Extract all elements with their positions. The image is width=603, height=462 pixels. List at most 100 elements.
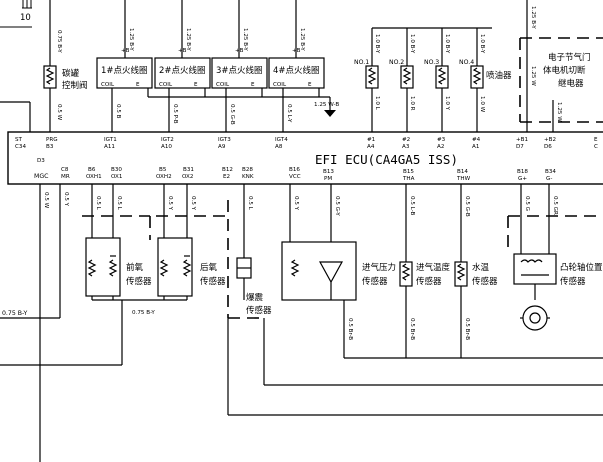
svg-text:0.5 L: 0.5 L xyxy=(116,196,122,211)
svg-text:0.5 Y: 0.5 Y xyxy=(293,196,299,211)
svg-text:1.25 B-Y: 1.25 B-Y xyxy=(242,28,248,51)
front-o2-label-1: 前氧 xyxy=(126,262,144,273)
relay-label-3: 继电器 xyxy=(558,78,584,89)
ignition-coil-4: 1.25 B-Y +B 4#点火线圈 COIL E 0.5 L-Y xyxy=(268,0,325,132)
svg-text:1.0 R: 1.0 R xyxy=(409,96,415,111)
svg-text:D3: D3 xyxy=(37,158,45,164)
svg-text:0.5 L-B: 0.5 L-B xyxy=(409,196,415,216)
ect-label-1: 水温 xyxy=(472,262,490,273)
coil-1-label: 1#点火线圈 xyxy=(101,65,148,76)
svg-text:B30: B30 xyxy=(111,167,122,173)
ignition-coil-3: 1.25 B-Y +B 3#点火线圈 COIL E 0.5 G-B xyxy=(211,0,268,132)
svg-text:A4: A4 xyxy=(367,144,375,150)
svg-text:1.0 B-Y: 1.0 B-Y xyxy=(444,34,450,54)
svg-text:OXH2: OXH2 xyxy=(156,174,172,180)
svg-text:B6: B6 xyxy=(88,167,96,173)
svg-text:0.5 W: 0.5 W xyxy=(43,192,49,209)
ecu-top-pins: ST C34 PRG B3 IGT1 A11 IGT2 A10 IGT3 A9 … xyxy=(15,137,598,150)
ect-sensor: 0.5 G-B 水温 传感器 0.5 Br-B xyxy=(454,184,498,358)
front-o2-label-2: 传感器 xyxy=(126,276,152,287)
top-connector: 10 xyxy=(0,0,32,28)
svg-text:B28: B28 xyxy=(242,167,253,173)
svg-text:E: E xyxy=(194,82,198,88)
svg-text:IGT2: IGT2 xyxy=(161,137,174,143)
svg-text:OX2: OX2 xyxy=(182,174,193,180)
svg-text:0.5 P-B: 0.5 P-B xyxy=(172,104,178,124)
svg-text:0.5 L: 0.5 L xyxy=(247,196,253,211)
svg-text:B18: B18 xyxy=(517,169,528,175)
iat-sensor: 0.5 L-B 进气温度 传感器 0.5 Br-B xyxy=(399,184,451,358)
svg-text:1.25 W: 1.25 W xyxy=(530,66,536,86)
valve-label-2: 控制阀 xyxy=(62,80,88,91)
svg-text:0.5 Br-B: 0.5 Br-B xyxy=(464,318,470,340)
svg-text:A3: A3 xyxy=(402,144,410,150)
ignition-coil-1: 1.25 B-Y +B 1#点火线圈 COIL E 0.5 B xyxy=(96,0,153,132)
ground-wire-color: 1.25 W-B xyxy=(314,102,339,108)
rear-o2-label-2: 传感器 xyxy=(200,276,226,287)
svg-text:0.5 G-B: 0.5 G-B xyxy=(229,104,235,125)
svg-text:E: E xyxy=(594,137,598,143)
svg-text:PRG: PRG xyxy=(46,137,58,143)
map-label-2: 传感器 xyxy=(362,276,388,287)
svg-text:IGT1: IGT1 xyxy=(104,137,117,143)
svg-text:IGT4: IGT4 xyxy=(275,137,288,143)
svg-text:0.5 G: 0.5 G xyxy=(524,196,530,211)
canister-valve: 0.75 B-Y 碳罐 控制阀 0.5 W xyxy=(43,0,88,132)
svg-text:E: E xyxy=(136,82,140,88)
ect-label-2: 传感器 xyxy=(472,276,498,287)
svg-text:B12: B12 xyxy=(222,167,233,173)
injector-2: 1.0 B-Y NO.2 1.0 R xyxy=(389,28,415,132)
wire-valve-bottom: 0.5 W xyxy=(56,104,62,121)
svg-text:1.25 B-Y: 1.25 B-Y xyxy=(128,28,134,51)
svg-text:0.5 Y: 0.5 Y xyxy=(167,196,173,211)
svg-text:NO.4: NO.4 xyxy=(459,59,474,66)
svg-text:B5: B5 xyxy=(159,167,167,173)
svg-text:IGT3: IGT3 xyxy=(218,137,231,143)
svg-text:1.0 L: 1.0 L xyxy=(374,96,380,111)
svg-text:1.25 B-Y: 1.25 B-Y xyxy=(530,6,536,29)
injector-3: 1.0 B-Y NO.3 1.0 Y xyxy=(424,28,450,132)
svg-text:B3: B3 xyxy=(46,144,54,150)
svg-text:0.5 Y: 0.5 Y xyxy=(63,192,69,207)
svg-text:0.5 G-B: 0.5 G-B xyxy=(464,196,470,217)
svg-text:#4: #4 xyxy=(472,137,481,143)
knock-label-2: 传感器 xyxy=(246,305,272,316)
knock-sensor: 0.5 L 爆震 传感器 xyxy=(227,184,272,319)
front-o2-sensor: 0.5 L 0.5 L 前氧 传感器 xyxy=(82,184,152,300)
svg-text:E2: E2 xyxy=(223,174,230,180)
rear-o2-label-1: 后氧 xyxy=(200,262,218,273)
left-frame: 0.75 B-Y xyxy=(0,101,60,366)
svg-text:A1: A1 xyxy=(472,144,480,150)
valve-label-1: 碳罐 xyxy=(62,68,80,79)
svg-text:A2: A2 xyxy=(437,144,444,150)
svg-text:E: E xyxy=(308,82,312,88)
svg-text:#3: #3 xyxy=(437,137,446,143)
svg-text:B15: B15 xyxy=(403,169,414,175)
ecu-bottom-pins: D3 MGC C8 MR B6 OXH1 B30 OX1 B5 OXH2 B31… xyxy=(34,158,556,182)
injector-1: 1.0 B-Y NO.1 1.0 L xyxy=(354,28,380,132)
injector-4: 1.0 B-Y NO.4 1.0 W xyxy=(459,28,485,132)
svg-text:A9: A9 xyxy=(218,144,226,150)
svg-text:A11: A11 xyxy=(104,144,115,150)
svg-text:+B1: +B1 xyxy=(516,137,529,143)
svg-text:OXH1: OXH1 xyxy=(86,174,102,180)
iat-label-1: 进气温度 xyxy=(416,262,451,273)
map-sensor: 0.5 Y 0.5 G-Y 进气压力 传感器 0.5 Br-B xyxy=(281,184,396,358)
ecu-box: EFI ECU(CA4GA5 ISS) ST C34 PRG B3 IGT1 A… xyxy=(7,131,603,185)
svg-text:NO.1: NO.1 xyxy=(354,59,369,66)
wire-valve-top: 0.75 B-Y xyxy=(56,30,62,53)
svg-text:0.5 G-Y: 0.5 G-Y xyxy=(334,196,340,216)
svg-text:G-: G- xyxy=(546,176,552,182)
svg-text:0.5 B: 0.5 B xyxy=(115,104,121,119)
svg-text:C8: C8 xyxy=(61,167,69,173)
coil-3-label: 3#点火线圈 xyxy=(216,65,263,76)
rear-o2-sensor: 0.5 Y 0.5 Y 后氧 传感器 xyxy=(156,184,226,300)
svg-text:COIL: COIL xyxy=(159,82,173,88)
map-label-1: 进气压力 xyxy=(362,262,396,273)
svg-text:B16: B16 xyxy=(289,167,300,173)
svg-text:1.25 B-Y: 1.25 B-Y xyxy=(185,28,191,51)
cam-label-2: 传感器 xyxy=(560,276,586,287)
coil-2-label: 2#点火线圈 xyxy=(159,65,206,76)
svg-text:B34: B34 xyxy=(545,169,556,175)
svg-text:MR: MR xyxy=(61,174,70,180)
